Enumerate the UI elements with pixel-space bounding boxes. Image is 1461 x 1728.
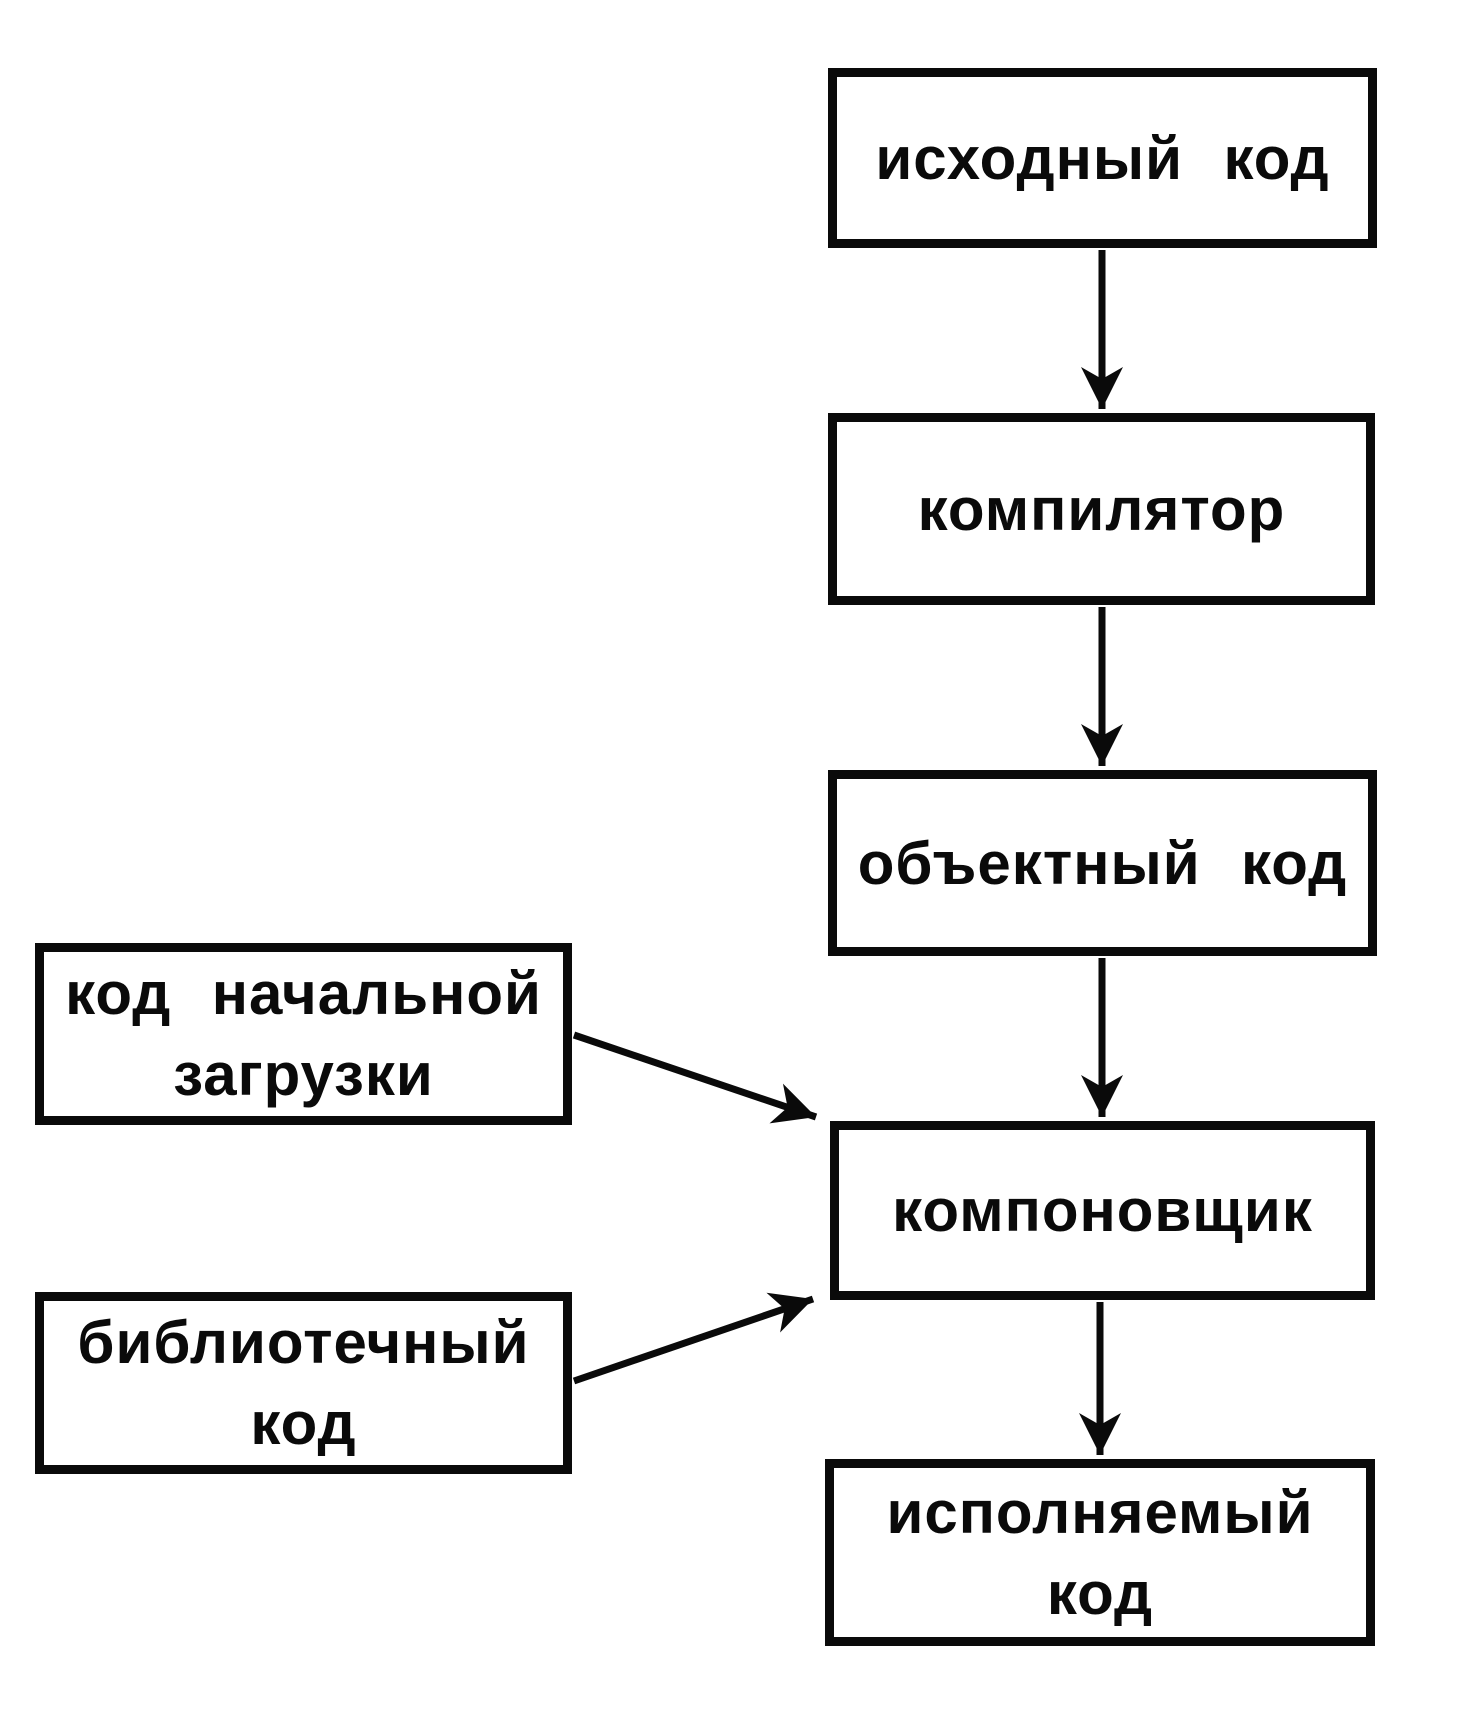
edge-boot-to-linker	[572, 1031, 818, 1124]
node-linker-label: компоновщик	[892, 1177, 1313, 1244]
node-bootstrap-code: код начальной загрузки	[35, 943, 572, 1125]
node-executable-code-label: исполняемый код	[886, 1478, 1314, 1627]
node-compiler: компилятор	[828, 413, 1375, 605]
node-executable-code: исполняемый код	[825, 1459, 1375, 1646]
node-linker: компоновщик	[830, 1121, 1375, 1300]
node-source-code-label: исходный код	[875, 124, 1330, 192]
edge-library-to-linker	[572, 1292, 815, 1385]
node-object-code-label: объектный код	[857, 829, 1348, 897]
node-source-code: исходный код	[828, 68, 1377, 248]
node-library-code-label: библиотечный код	[77, 1309, 530, 1457]
node-bootstrap-code-label: код начальной загрузки	[65, 960, 542, 1108]
node-library-code: библиотечный код	[35, 1292, 572, 1474]
node-object-code: объектный код	[828, 770, 1377, 956]
node-compiler-label: компилятор	[917, 475, 1286, 543]
